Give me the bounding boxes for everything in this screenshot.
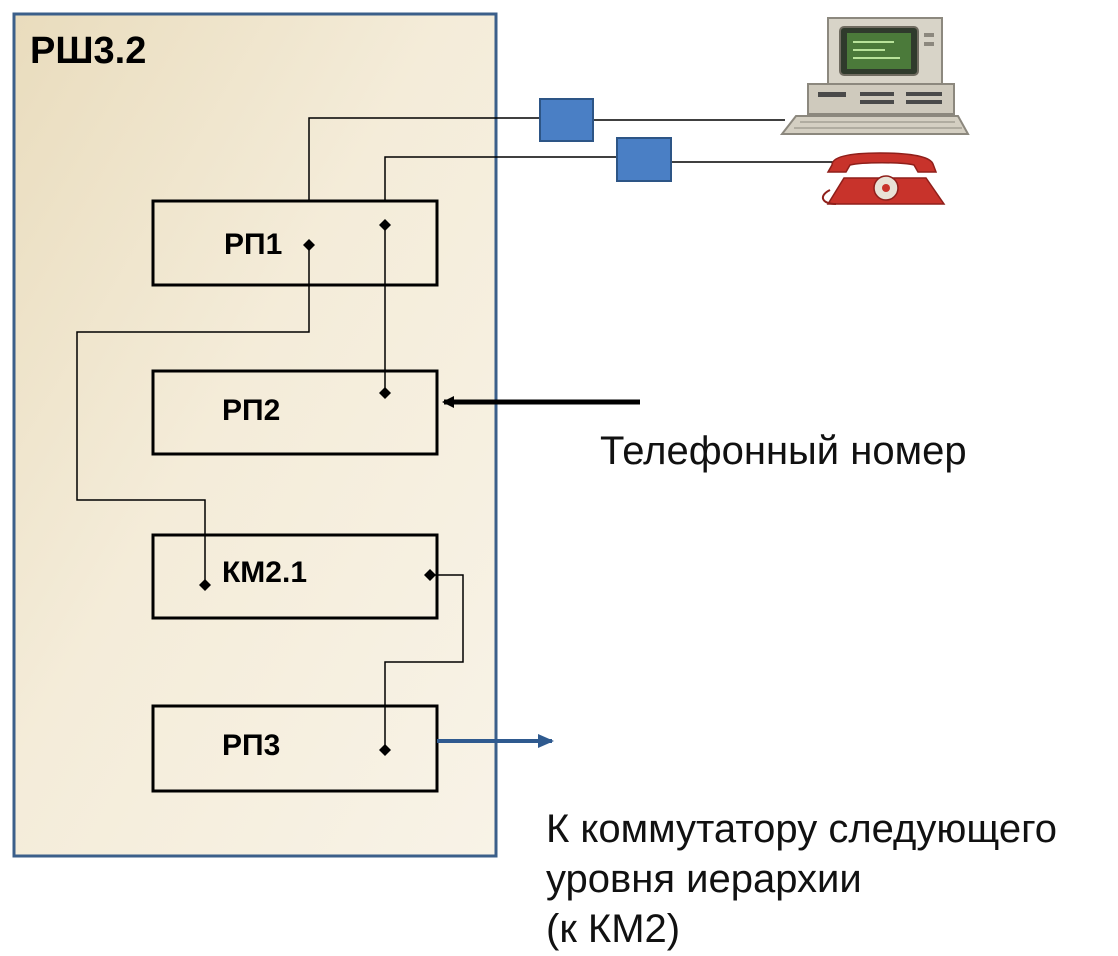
next-level-caption-line2: уровня иерархии [546, 857, 862, 901]
box-label-rp3: РП3 [222, 729, 281, 762]
box-rp3 [151, 704, 439, 793]
jumper-rp1-km21 [76, 245, 310, 585]
phone-number-caption: Телефонный номер [600, 429, 967, 473]
box-label-rp1: РП1 [224, 228, 283, 261]
jumper-km21-rp3 [384, 574, 464, 750]
terminal-rp3 [379, 744, 391, 756]
terminal-km21-a [199, 579, 211, 591]
terminal-rp1-b [379, 219, 391, 231]
terminal-rp1-a [303, 239, 315, 251]
box-km21 [151, 533, 439, 620]
next-level-caption-line1: К коммутатору следующего [546, 807, 1058, 851]
box-rp1 [151, 199, 439, 287]
terminal-points [199, 219, 436, 756]
terminal-rp2 [379, 387, 391, 399]
computer-icon [779, 17, 970, 135]
box-rp2 [151, 369, 439, 456]
computer-line [308, 117, 540, 201]
terminal-km21-b [424, 569, 436, 581]
telephone-line [384, 156, 617, 201]
next-level-caption-line3: (к КМ2) [546, 907, 681, 951]
connector-icon [539, 98, 594, 142]
box-label-rp2: РП2 [222, 394, 281, 427]
connector-icon [616, 137, 672, 182]
box-label-km21: КМ2.1 [222, 556, 308, 589]
telephone-icon [821, 152, 946, 205]
cabinet-title: РШ3.2 [30, 30, 147, 72]
cabinet-rsh32 [12, 12, 498, 858]
